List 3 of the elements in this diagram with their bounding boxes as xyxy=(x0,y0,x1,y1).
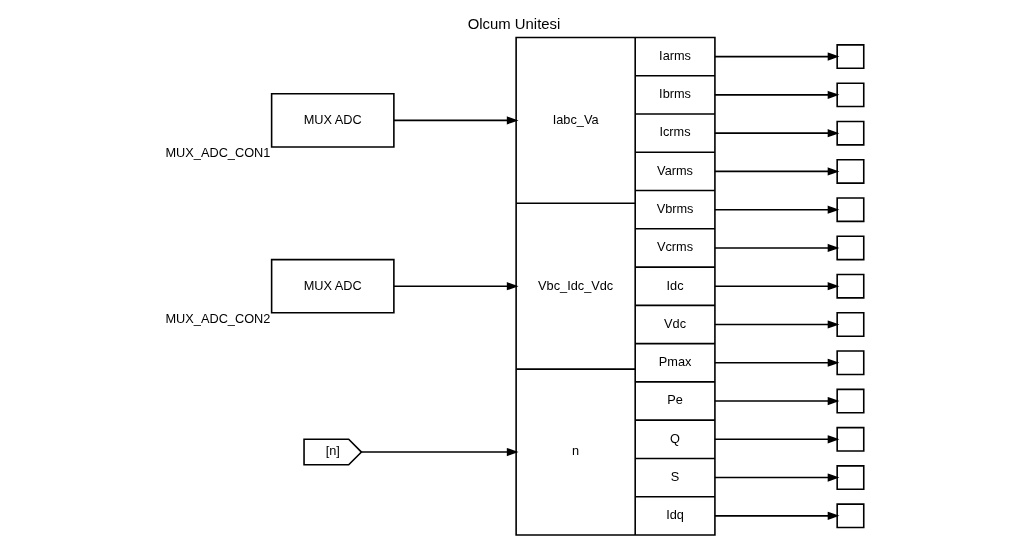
node-label: MUX_ADC_CON1 xyxy=(165,145,271,161)
node-label: MUX_ADC_CON2 xyxy=(165,311,271,327)
diagram-title: Olcum Unitesi xyxy=(467,15,561,32)
